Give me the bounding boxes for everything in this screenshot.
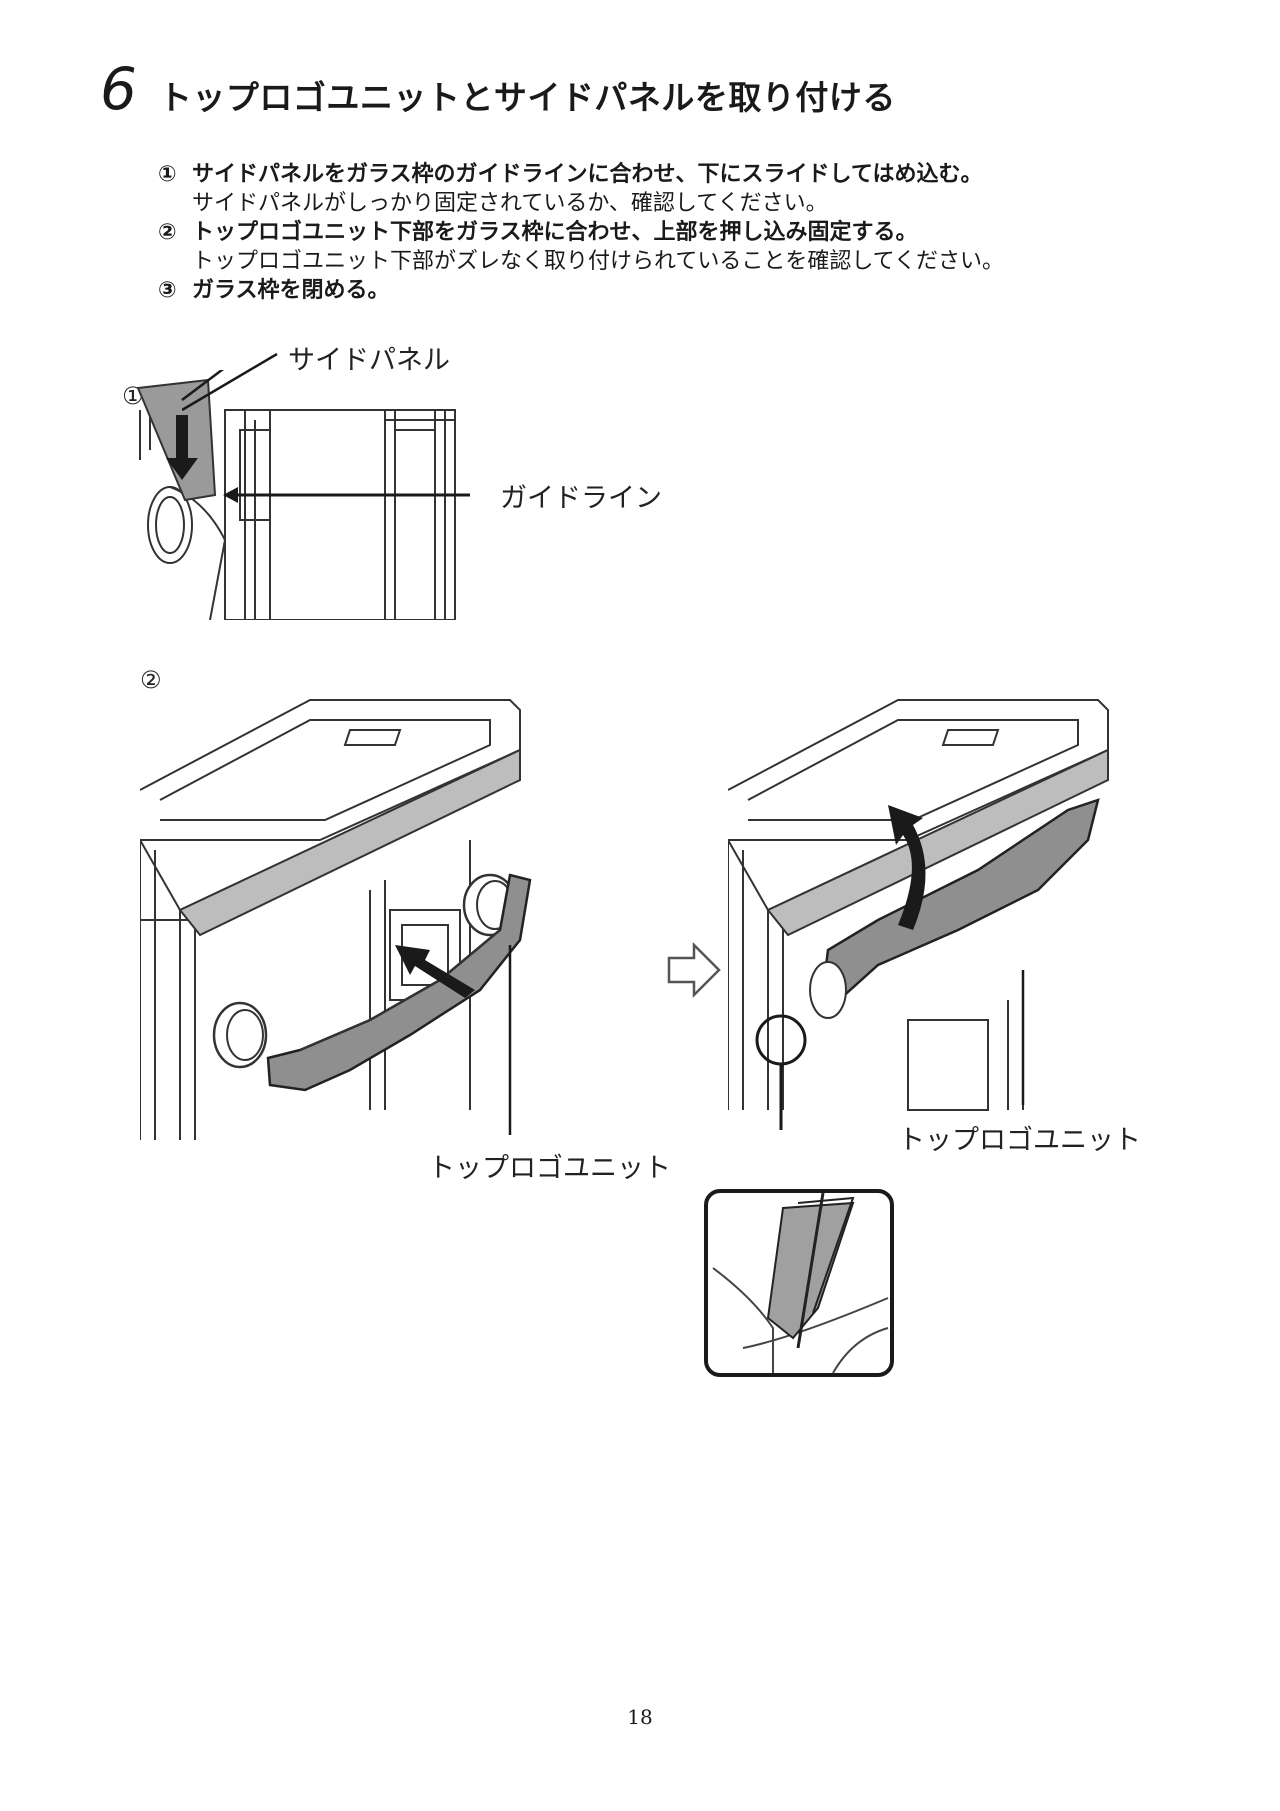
detail-zoom-circle: [755, 1014, 807, 1066]
step-main-text: ガラス枠を閉める。: [192, 278, 390, 303]
instruction-step-1: ① サイドパネルをガラス枠のガイドラインに合わせ、下にスライドしてはめ込む。 サ…: [158, 160, 1218, 218]
next-step-arrow-icon: [667, 941, 721, 999]
label-top-logo-unit-left: トップロゴユニット: [428, 1153, 671, 1184]
push-arrow-icon: [395, 945, 475, 998]
step-mark: ②: [158, 220, 177, 245]
figure2-step-mark: ②: [140, 666, 162, 694]
down-arrow-icon: [166, 415, 198, 480]
page-number: 18: [627, 1705, 653, 1729]
figure1-illustration: [136, 370, 470, 620]
section-title: トップロゴユニットとサイドパネルを取り付ける: [158, 78, 896, 117]
step-mark: ③: [158, 278, 177, 303]
instruction-step-3: ③ ガラス枠を閉める。: [158, 276, 1218, 305]
top-logo-unit-installed-shape: [821, 798, 1100, 1013]
section-heading: 6 トップロゴユニットとサイドパネルを取り付ける: [100, 60, 896, 119]
step-note: サイドパネルがしっかり固定されているか、確認してください。: [192, 191, 828, 216]
instruction-step-2: ② トップロゴユニット下部をガラス枠に合わせ、上部を押し込み固定する。 トップロ…: [158, 218, 1218, 276]
step-mark: ①: [158, 162, 177, 187]
step-main-text: サイドパネルをガラス枠のガイドラインに合わせ、下にスライドしてはめ込む。: [192, 162, 983, 187]
label-top-logo-unit-right: トップロゴユニット: [898, 1125, 1141, 1156]
side-panel-leader-line: [182, 352, 278, 412]
rotate-arrow-icon: [888, 805, 926, 930]
section-number: 6: [100, 55, 137, 123]
step-note: トップロゴユニット下部がズレなく取り付けられていることを確認してください。: [192, 249, 1005, 274]
instruction-list: ① サイドパネルをガラス枠のガイドラインに合わせ、下にスライドしてはめ込む。 サ…: [158, 160, 1218, 305]
label-guide-line: ガイドライン: [500, 483, 662, 514]
label-side-panel: サイドパネル: [288, 345, 450, 376]
detail-inset: [704, 1189, 894, 1377]
figure2-right-illustration: [728, 699, 1109, 1130]
step-main-text: トップロゴユニット下部をガラス枠に合わせ、上部を押し込み固定する。: [192, 220, 918, 245]
figure2-left-illustration: [140, 699, 532, 1140]
